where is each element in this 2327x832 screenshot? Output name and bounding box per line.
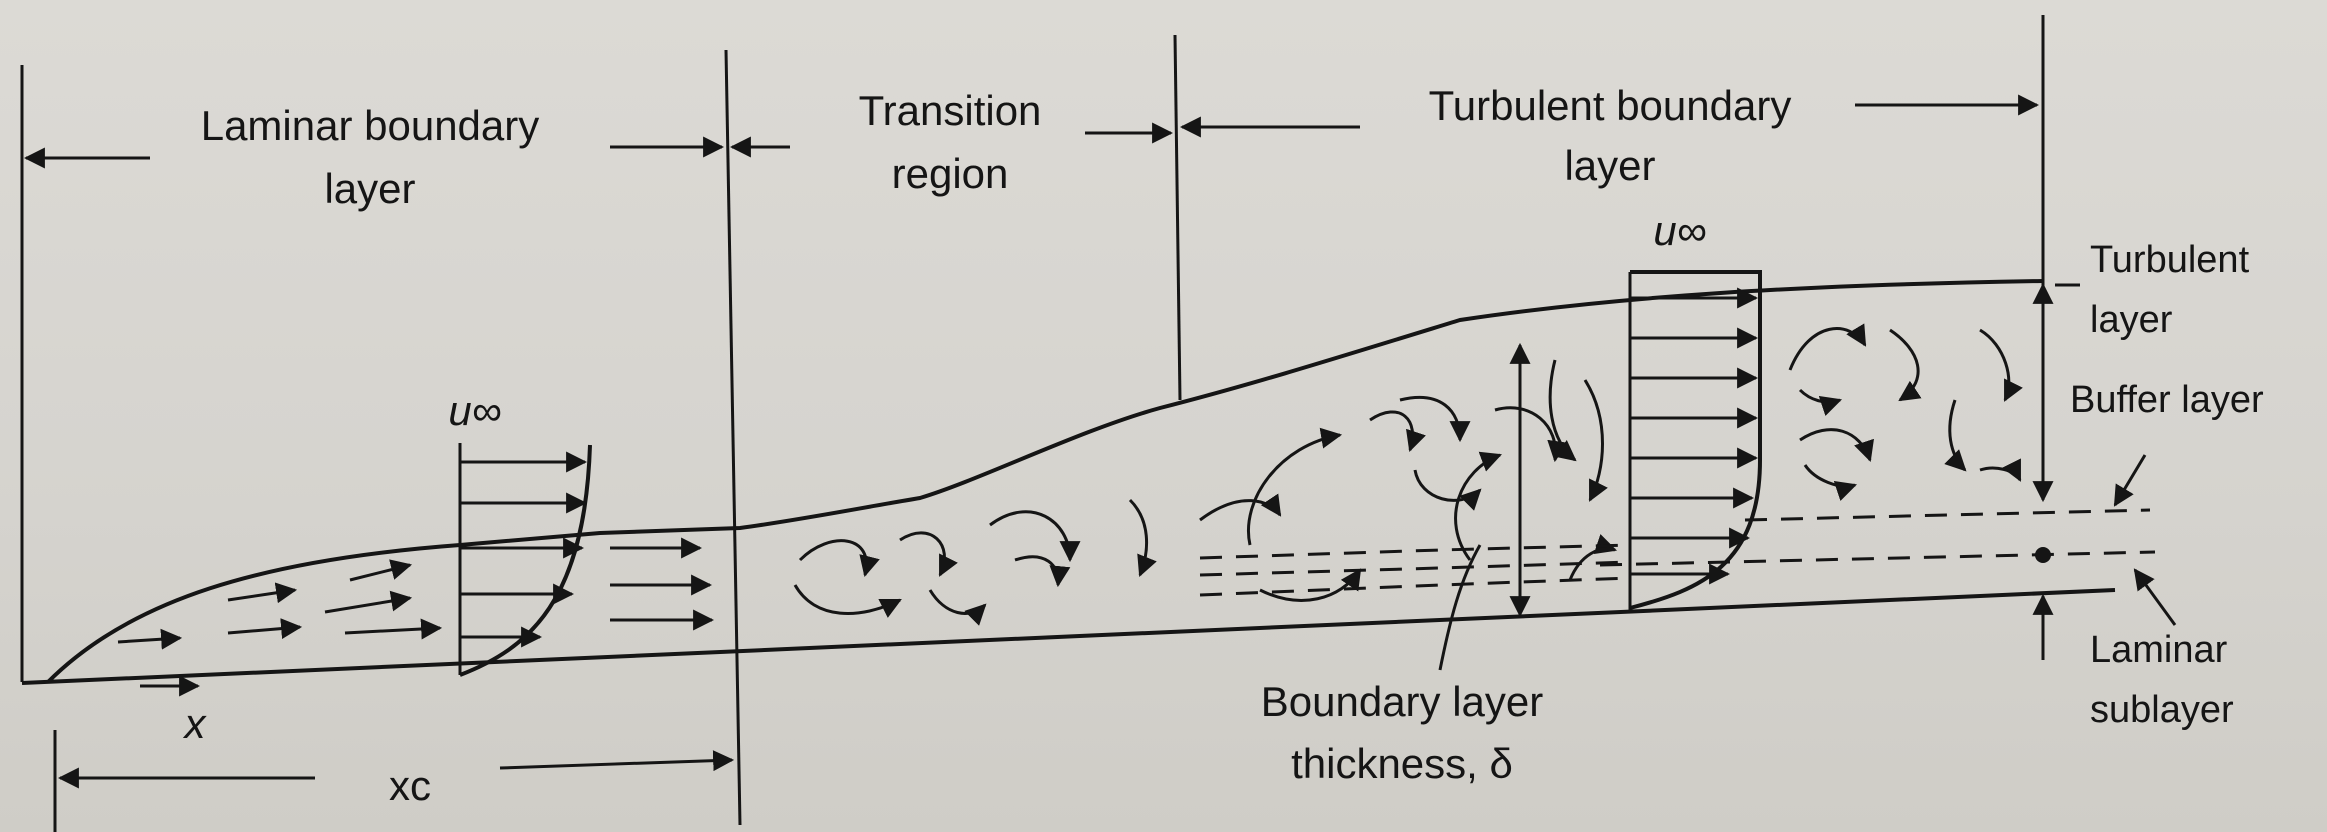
eddy-arrow — [1370, 412, 1413, 450]
turbulent-profile-curve — [1630, 272, 1760, 608]
stream-arrow — [118, 638, 180, 642]
eddy-arrow — [990, 512, 1070, 560]
laminar-title-line1: Laminar boundary — [201, 102, 540, 149]
buffer-dash-right — [1745, 510, 2150, 520]
eddy-arrow — [900, 533, 944, 575]
buffer-dash-upper-left — [1200, 545, 1630, 558]
x-label: x — [183, 700, 208, 747]
laminar-sublayer-label-line2: sublayer — [2090, 689, 2234, 731]
turbulent-layer-label-line2: layer — [2090, 299, 2173, 341]
eddy-arrow — [1950, 400, 1965, 470]
thickness-label-line2: thickness, δ — [1291, 740, 1513, 787]
eddy-arrow — [1585, 380, 1603, 500]
eddy-arrow — [800, 541, 866, 575]
turbulent-velocity-profile — [1630, 272, 1760, 610]
eddy-arrow — [1456, 455, 1500, 560]
boundary-layer-edge — [48, 281, 2043, 682]
stream-arrow — [345, 628, 440, 633]
laminar-title-line2: layer — [324, 165, 415, 212]
eddy-arrow — [1495, 408, 1556, 460]
eddy-arrow — [1015, 557, 1058, 585]
xc-right-arrow — [500, 760, 732, 768]
eddy-arrow — [1260, 570, 1360, 600]
u-infinity-laminar: u∞ — [448, 387, 501, 434]
eddy-arrow — [930, 590, 985, 613]
turbulent-title-line2: layer — [1564, 142, 1655, 189]
eddy-arrow — [1800, 430, 1870, 460]
eddy-arrow — [1980, 330, 2009, 400]
turbulent-layer-label-line1: Turbulent — [2090, 239, 2250, 281]
stream-arrow — [325, 598, 410, 612]
eddy-arrow — [1890, 330, 1918, 400]
transition-title-line1: Transition — [859, 87, 1042, 134]
buffer-layer-leader — [2115, 455, 2145, 505]
stream-arrow — [228, 627, 300, 633]
sublayer-dashes — [1200, 510, 2155, 595]
eddy-arrow — [1200, 501, 1280, 520]
eddy-arrow — [1805, 465, 1855, 486]
buffer-layer-label: Buffer layer — [2070, 379, 2264, 421]
eddy-arrow — [1800, 390, 1840, 402]
transition-title-line2: region — [892, 150, 1009, 197]
thickness-leader — [1440, 545, 1480, 670]
xc-label: xc — [389, 762, 431, 809]
laminar-profile-curve — [460, 445, 590, 675]
turbulent-title-line1: Turbulent boundary — [1429, 82, 1792, 129]
eddy-arrow — [1980, 468, 2020, 480]
laminar-transition-divider — [726, 50, 740, 825]
eddy-arrow — [795, 585, 900, 614]
sublayer-dash-right — [1600, 552, 2155, 565]
laminar-sublayer-label-line1: Laminar — [2090, 629, 2228, 671]
u-infinity-turbulent: u∞ — [1653, 207, 1706, 254]
laminar-velocity-profile — [460, 443, 590, 675]
stream-arrow — [228, 590, 295, 600]
laminar-stream-arrows — [118, 548, 712, 642]
flat-plate — [22, 590, 2115, 683]
buffer-dash-mid-left — [1200, 562, 1630, 575]
transition-turbulent-divider — [1175, 35, 1180, 400]
sublayer-leader — [2135, 570, 2175, 625]
stream-arrow — [350, 565, 410, 580]
sublayer-dot — [2035, 547, 2051, 563]
thickness-label-line1: Boundary layer — [1261, 678, 1544, 725]
eddy-arrow — [1130, 500, 1147, 575]
eddy-arrow — [1790, 329, 1865, 370]
eddies — [795, 329, 2020, 614]
eddy-arrow — [1248, 435, 1340, 545]
